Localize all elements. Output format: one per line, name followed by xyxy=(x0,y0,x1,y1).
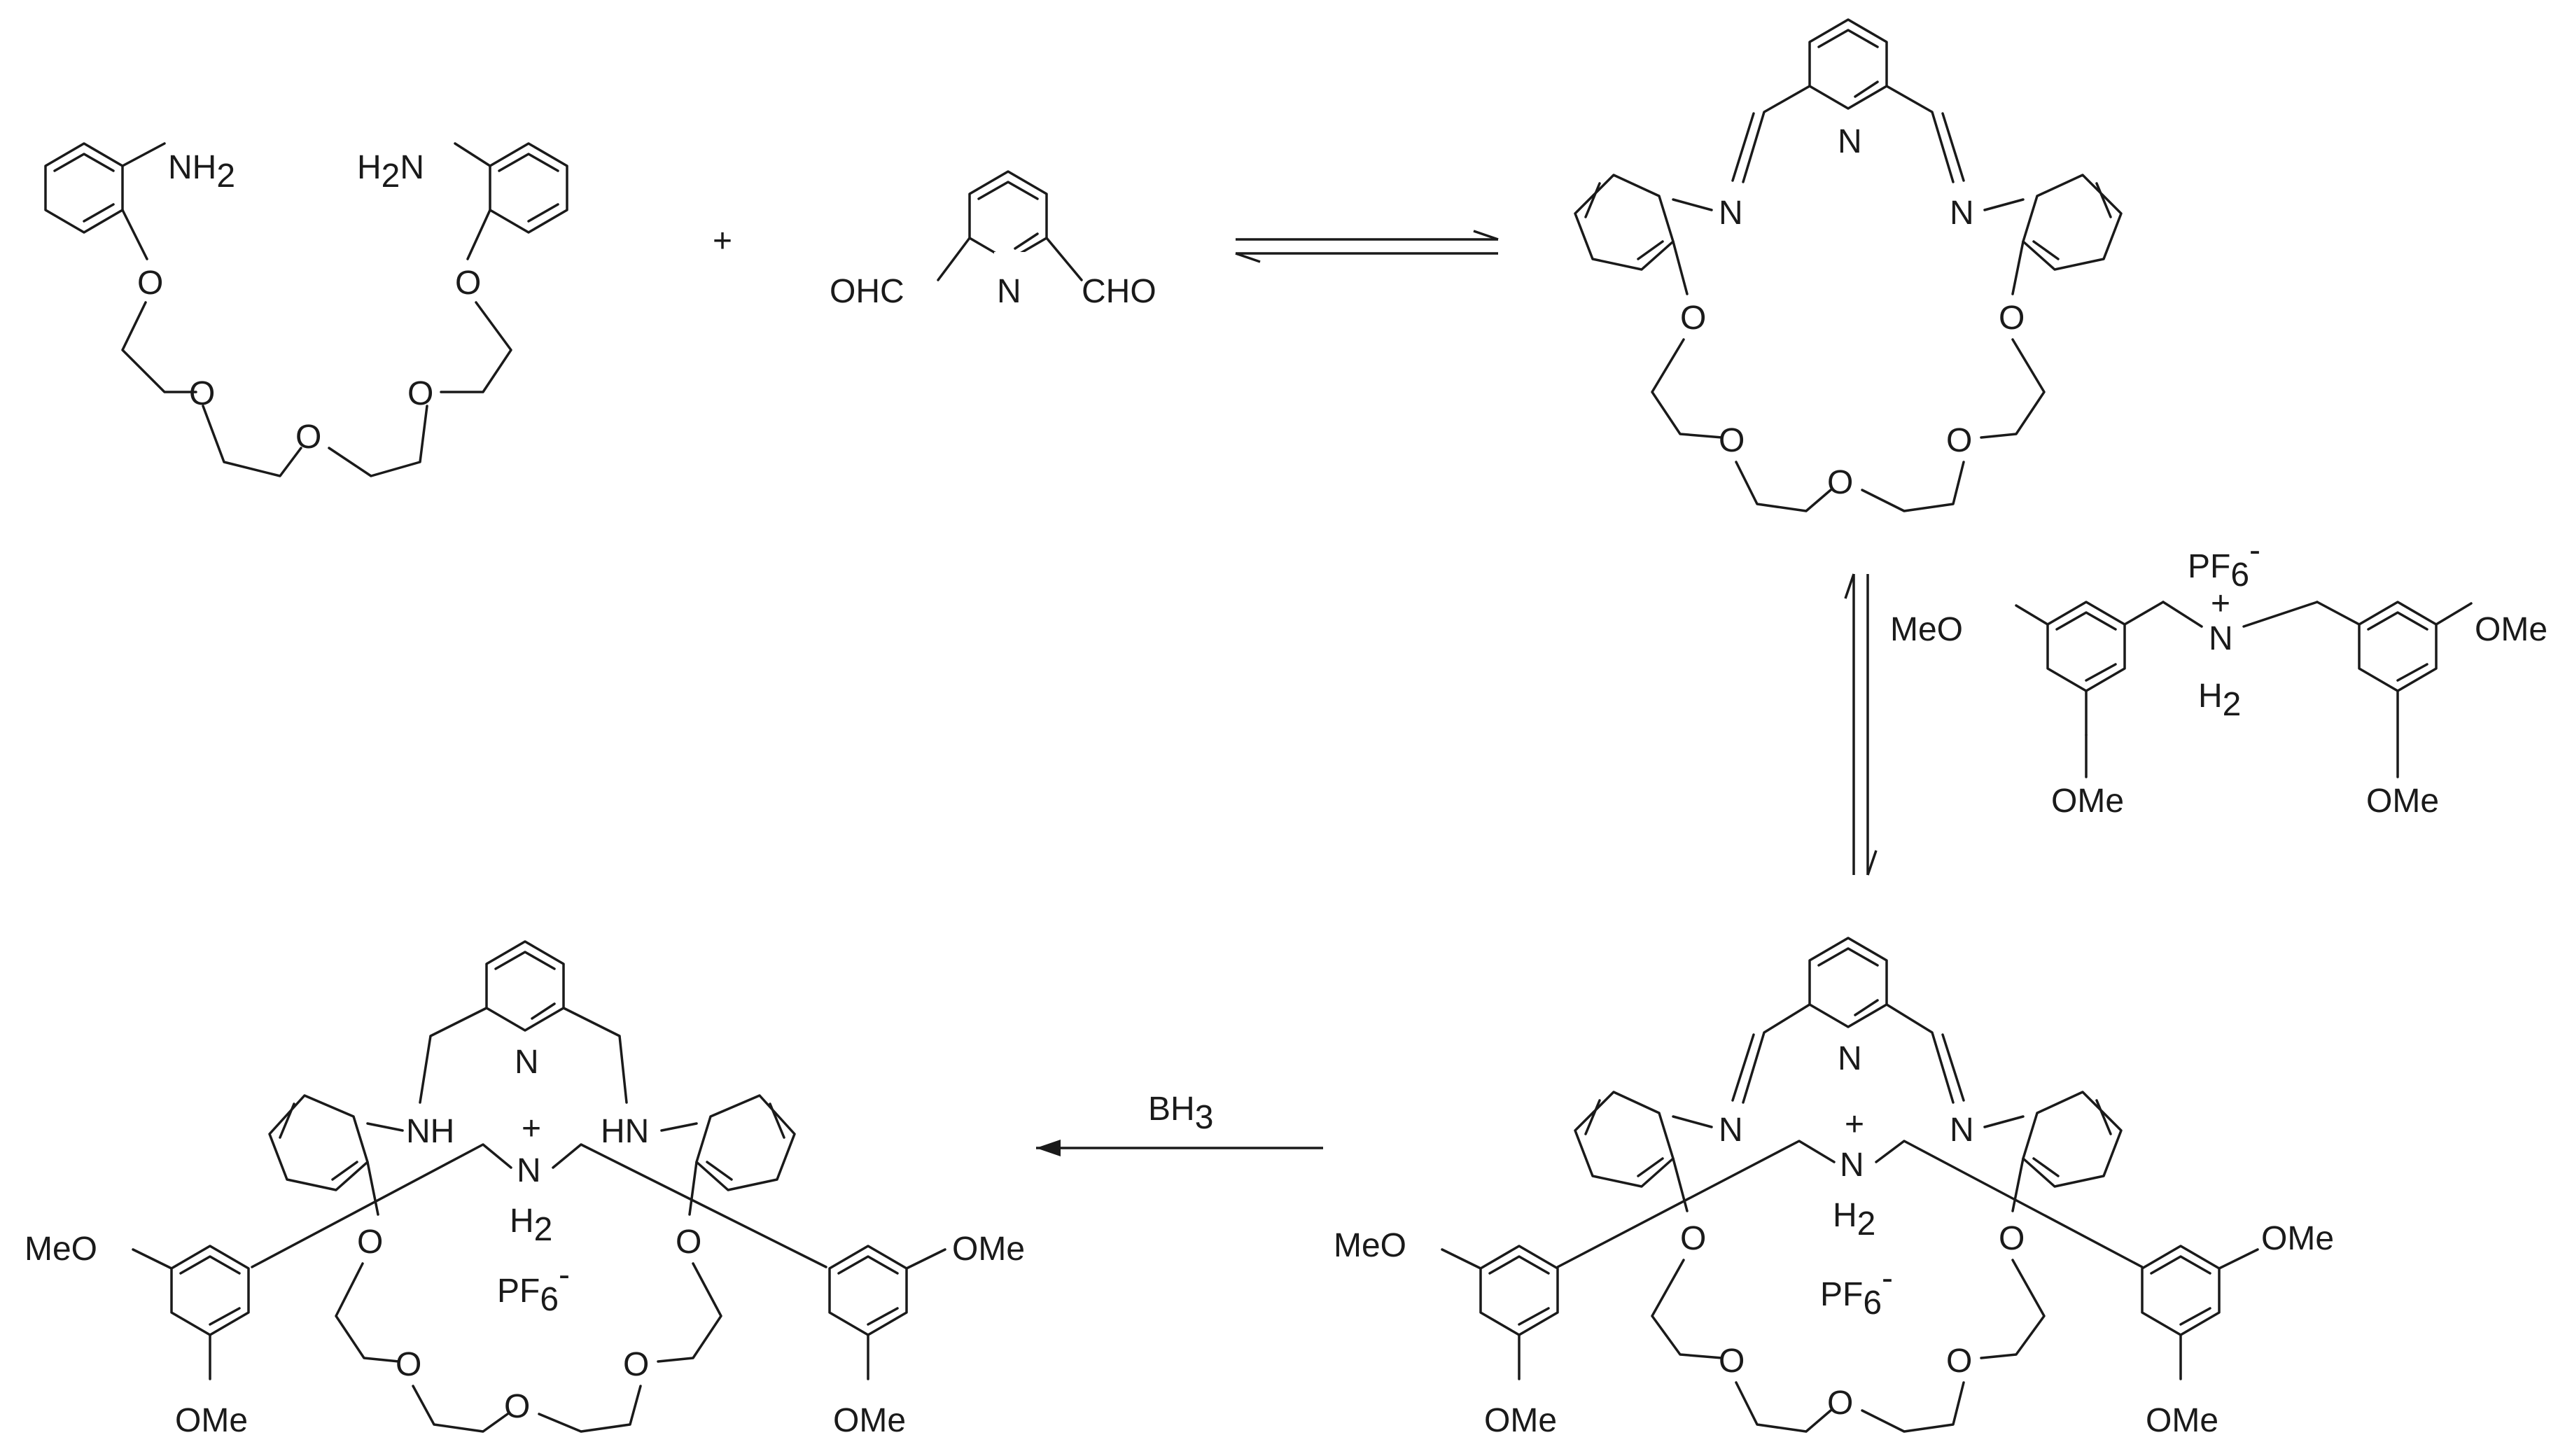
mac-o-3: O xyxy=(1827,464,1853,501)
macrocycle-pyridine-n: N xyxy=(1838,123,1862,160)
reagent-bh3: BH3 xyxy=(1148,1091,1213,1136)
mac-o-1: O xyxy=(1680,300,1706,337)
pr-imine-n-left: N xyxy=(1719,1112,1743,1149)
prod-ome-right: OMe xyxy=(952,1231,1025,1268)
pr-ome-bottom: OMe xyxy=(2146,1402,2218,1439)
pr-pf6: PF6- xyxy=(1820,1260,1893,1322)
pr-o-5: O xyxy=(1999,1220,2025,1257)
ether-o-1: O xyxy=(137,265,163,302)
pr-ammonium-h2: H2 xyxy=(1833,1197,1875,1242)
prod-o-5: O xyxy=(676,1224,701,1261)
reduction-arrow: BH3 xyxy=(1036,1091,1323,1156)
prod-o-2: O xyxy=(396,1346,421,1383)
ether-o-3: O xyxy=(295,419,321,456)
imine-n-left: N xyxy=(1719,195,1743,232)
reagent-ome-right: OMe xyxy=(2475,611,2547,648)
reagent-h2: H2 xyxy=(2198,678,2241,723)
pr-o-3: O xyxy=(1827,1385,1853,1422)
equilibrium-arrow-1 xyxy=(1235,230,1499,263)
reagent-ome-bottom: OMe xyxy=(2366,783,2439,820)
pr-ammonium-n: N xyxy=(1840,1147,1864,1184)
pr-o-2: O xyxy=(1719,1343,1745,1380)
pr-ome-left: OMe xyxy=(1484,1402,1557,1439)
amine-product: N NH HN + N H2 PF6- O O O O O xyxy=(25,940,1025,1439)
cho-label: CHO xyxy=(1082,273,1156,310)
prod-ammonium-n: N xyxy=(517,1152,541,1189)
mac-o-5: O xyxy=(1999,300,2025,337)
plus-sign: + xyxy=(713,223,732,260)
pr-ome-right: OMe xyxy=(2261,1220,2334,1257)
reagent-meo-left: MeO xyxy=(1890,611,1963,648)
pr-o-4: O xyxy=(1946,1343,1972,1380)
h2n-label-right: H2N xyxy=(357,149,424,195)
prod-ammonium-h2: H2 xyxy=(510,1203,552,1248)
equilibrium-arrow-2 xyxy=(1844,573,1878,876)
pr-plus: + xyxy=(1845,1106,1864,1143)
diamine-polyether: NH2 O O O O O H2N xyxy=(44,142,568,477)
prod-ome-left: OMe xyxy=(175,1402,248,1439)
ether-o-5: O xyxy=(455,265,481,302)
prod-pf6: PF6- xyxy=(497,1256,570,1318)
prod-nh-left: NH xyxy=(406,1113,454,1150)
prod-o-3: O xyxy=(504,1388,530,1425)
imine-n-right: N xyxy=(1950,195,1974,232)
prod-plus: + xyxy=(522,1110,541,1147)
mac-o-4: O xyxy=(1946,422,1972,459)
pyridine-n: N xyxy=(997,273,1021,310)
prod-o-4: O xyxy=(623,1346,649,1383)
dibenzylammonium-reagent: PF6- + N H2 MeO OMe OMe OMe xyxy=(1890,532,2547,820)
reagent-pf6: PF6- xyxy=(2188,532,2260,594)
prod-hn-right: HN xyxy=(601,1113,649,1150)
pr-meo-left: MeO xyxy=(1334,1227,1406,1264)
ether-o-4: O xyxy=(407,375,433,412)
pr-pyridine-n: N xyxy=(1838,1040,1862,1077)
mac-o-2: O xyxy=(1719,422,1745,459)
macrocycle-imine: N N N O O O O O xyxy=(1574,18,2123,512)
reagent-ome-left: OMe xyxy=(2051,783,2124,820)
reagent-n: N xyxy=(2209,620,2233,657)
nh2-label-left: NH2 xyxy=(168,149,235,195)
ohc-label: OHC xyxy=(830,273,904,310)
pyridine-dialdehyde: N OHC CHO xyxy=(830,170,1156,310)
pr-imine-n-right: N xyxy=(1950,1112,1974,1149)
imine-pseudorotaxane: N N N + N H2 PF6- O O O O O xyxy=(1334,937,2334,1439)
prod-meo-left: MeO xyxy=(25,1231,97,1268)
reagent-plus: + xyxy=(2211,585,2230,622)
prod-ome-bottom: OMe xyxy=(833,1402,906,1439)
pr-o-1: O xyxy=(1680,1220,1706,1257)
prod-pyridine-n: N xyxy=(515,1044,539,1081)
prod-o-1: O xyxy=(357,1224,383,1261)
